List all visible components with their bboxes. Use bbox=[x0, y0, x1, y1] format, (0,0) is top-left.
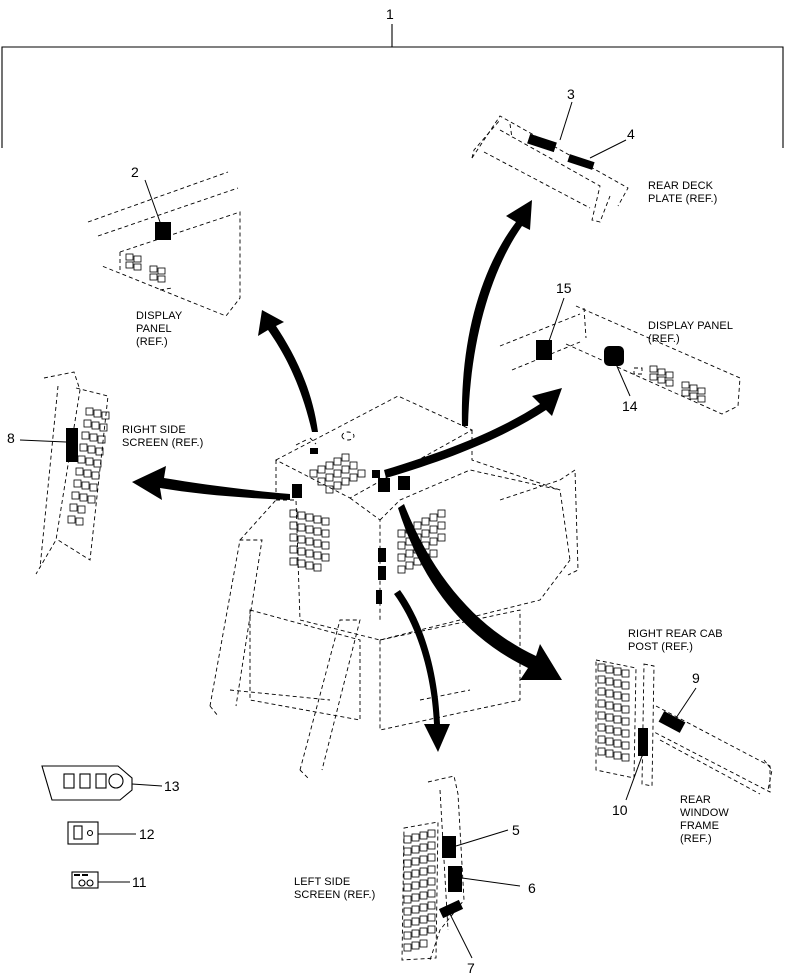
machine-decal-rear-post bbox=[378, 478, 390, 492]
rear-deck-plate-part bbox=[471, 101, 629, 223]
arrow-to-left-side-screen bbox=[394, 590, 450, 752]
arrow-to-display-panel-right bbox=[384, 388, 562, 478]
callout-13: 13 bbox=[164, 778, 180, 794]
callout-2: 2 bbox=[131, 164, 139, 180]
callout-11: 11 bbox=[132, 874, 147, 890]
callout-10: 10 bbox=[612, 802, 628, 818]
loader-roof-mesh bbox=[309, 453, 366, 494]
left-side-screen-mesh bbox=[403, 829, 436, 952]
decal-10 bbox=[638, 728, 648, 756]
callout-6: 6 bbox=[528, 880, 536, 896]
decal-15 bbox=[536, 340, 552, 360]
label-rear-window-frame: REAR WINDOW FRAME (REF.) bbox=[680, 794, 729, 845]
machine-decal-post-1 bbox=[378, 548, 386, 562]
display-panel-right-part bbox=[499, 297, 741, 415]
loader-side-mesh-left bbox=[289, 509, 330, 572]
right-side-screen-part bbox=[19, 371, 110, 575]
left-side-screen-part bbox=[401, 775, 521, 961]
arrow-to-rear-cab-post bbox=[398, 504, 562, 680]
rear-cab-post-part bbox=[595, 659, 773, 801]
machine-decal-left-panel bbox=[292, 484, 302, 498]
callout-12: 12 bbox=[139, 826, 155, 842]
kit-bracket bbox=[1, 24, 784, 148]
machine-decal-post-2 bbox=[378, 566, 386, 580]
machine-decal-top bbox=[310, 448, 318, 454]
label-display-panel-right: DISPLAY PANEL (REF.) bbox=[648, 320, 734, 345]
decal-11-part bbox=[71, 871, 130, 889]
callout-3: 3 bbox=[567, 86, 575, 102]
label-right-side-screen: RIGHT SIDE SCREEN (REF.) bbox=[122, 424, 204, 449]
rear-cab-post-mesh bbox=[597, 663, 630, 762]
callout-9: 9 bbox=[692, 670, 700, 686]
callout-4: 4 bbox=[627, 126, 635, 142]
decal-12-part bbox=[67, 821, 136, 845]
loader-machine bbox=[209, 395, 579, 779]
machine-decal-rear-right bbox=[398, 476, 410, 490]
display-panel-right-buttons bbox=[649, 365, 706, 403]
decal-7 bbox=[438, 899, 464, 919]
display-panel-left-part bbox=[87, 171, 241, 317]
arrow-to-rear-deck bbox=[461, 200, 532, 426]
label-display-panel-left: DISPLAY PANEL (REF.) bbox=[136, 310, 183, 348]
decal-13-part bbox=[41, 765, 163, 801]
decal-2 bbox=[155, 222, 171, 240]
machine-decal-post-3 bbox=[376, 590, 382, 604]
label-rear-deck-plate: REAR DECK PLATE (REF.) bbox=[648, 180, 718, 205]
callout-7: 7 bbox=[467, 960, 475, 976]
callout-8: 8 bbox=[7, 430, 15, 446]
decal-14 bbox=[604, 346, 624, 366]
right-side-screen-mesh bbox=[67, 407, 110, 526]
callout-1: 1 bbox=[386, 6, 394, 22]
decal-5 bbox=[442, 836, 456, 858]
display-panel-left-buttons bbox=[125, 253, 166, 283]
decal-8 bbox=[66, 428, 78, 462]
callout-5: 5 bbox=[512, 822, 520, 838]
label-left-side-screen: LEFT SIDE SCREEN (REF.) bbox=[294, 876, 376, 901]
arrows bbox=[132, 200, 562, 752]
callout-14: 14 bbox=[622, 398, 638, 414]
arrow-to-right-side-screen bbox=[132, 466, 290, 500]
decal-4 bbox=[567, 154, 595, 170]
machine-decal-rear-left bbox=[372, 470, 380, 478]
decal-9 bbox=[658, 711, 686, 733]
label-right-rear-cab-post: RIGHT REAR CAB POST (REF.) bbox=[628, 628, 723, 653]
decal-3 bbox=[527, 133, 557, 153]
decal-6 bbox=[448, 866, 462, 892]
callout-15: 15 bbox=[556, 280, 572, 296]
arrow-to-display-panel-left bbox=[258, 310, 318, 432]
